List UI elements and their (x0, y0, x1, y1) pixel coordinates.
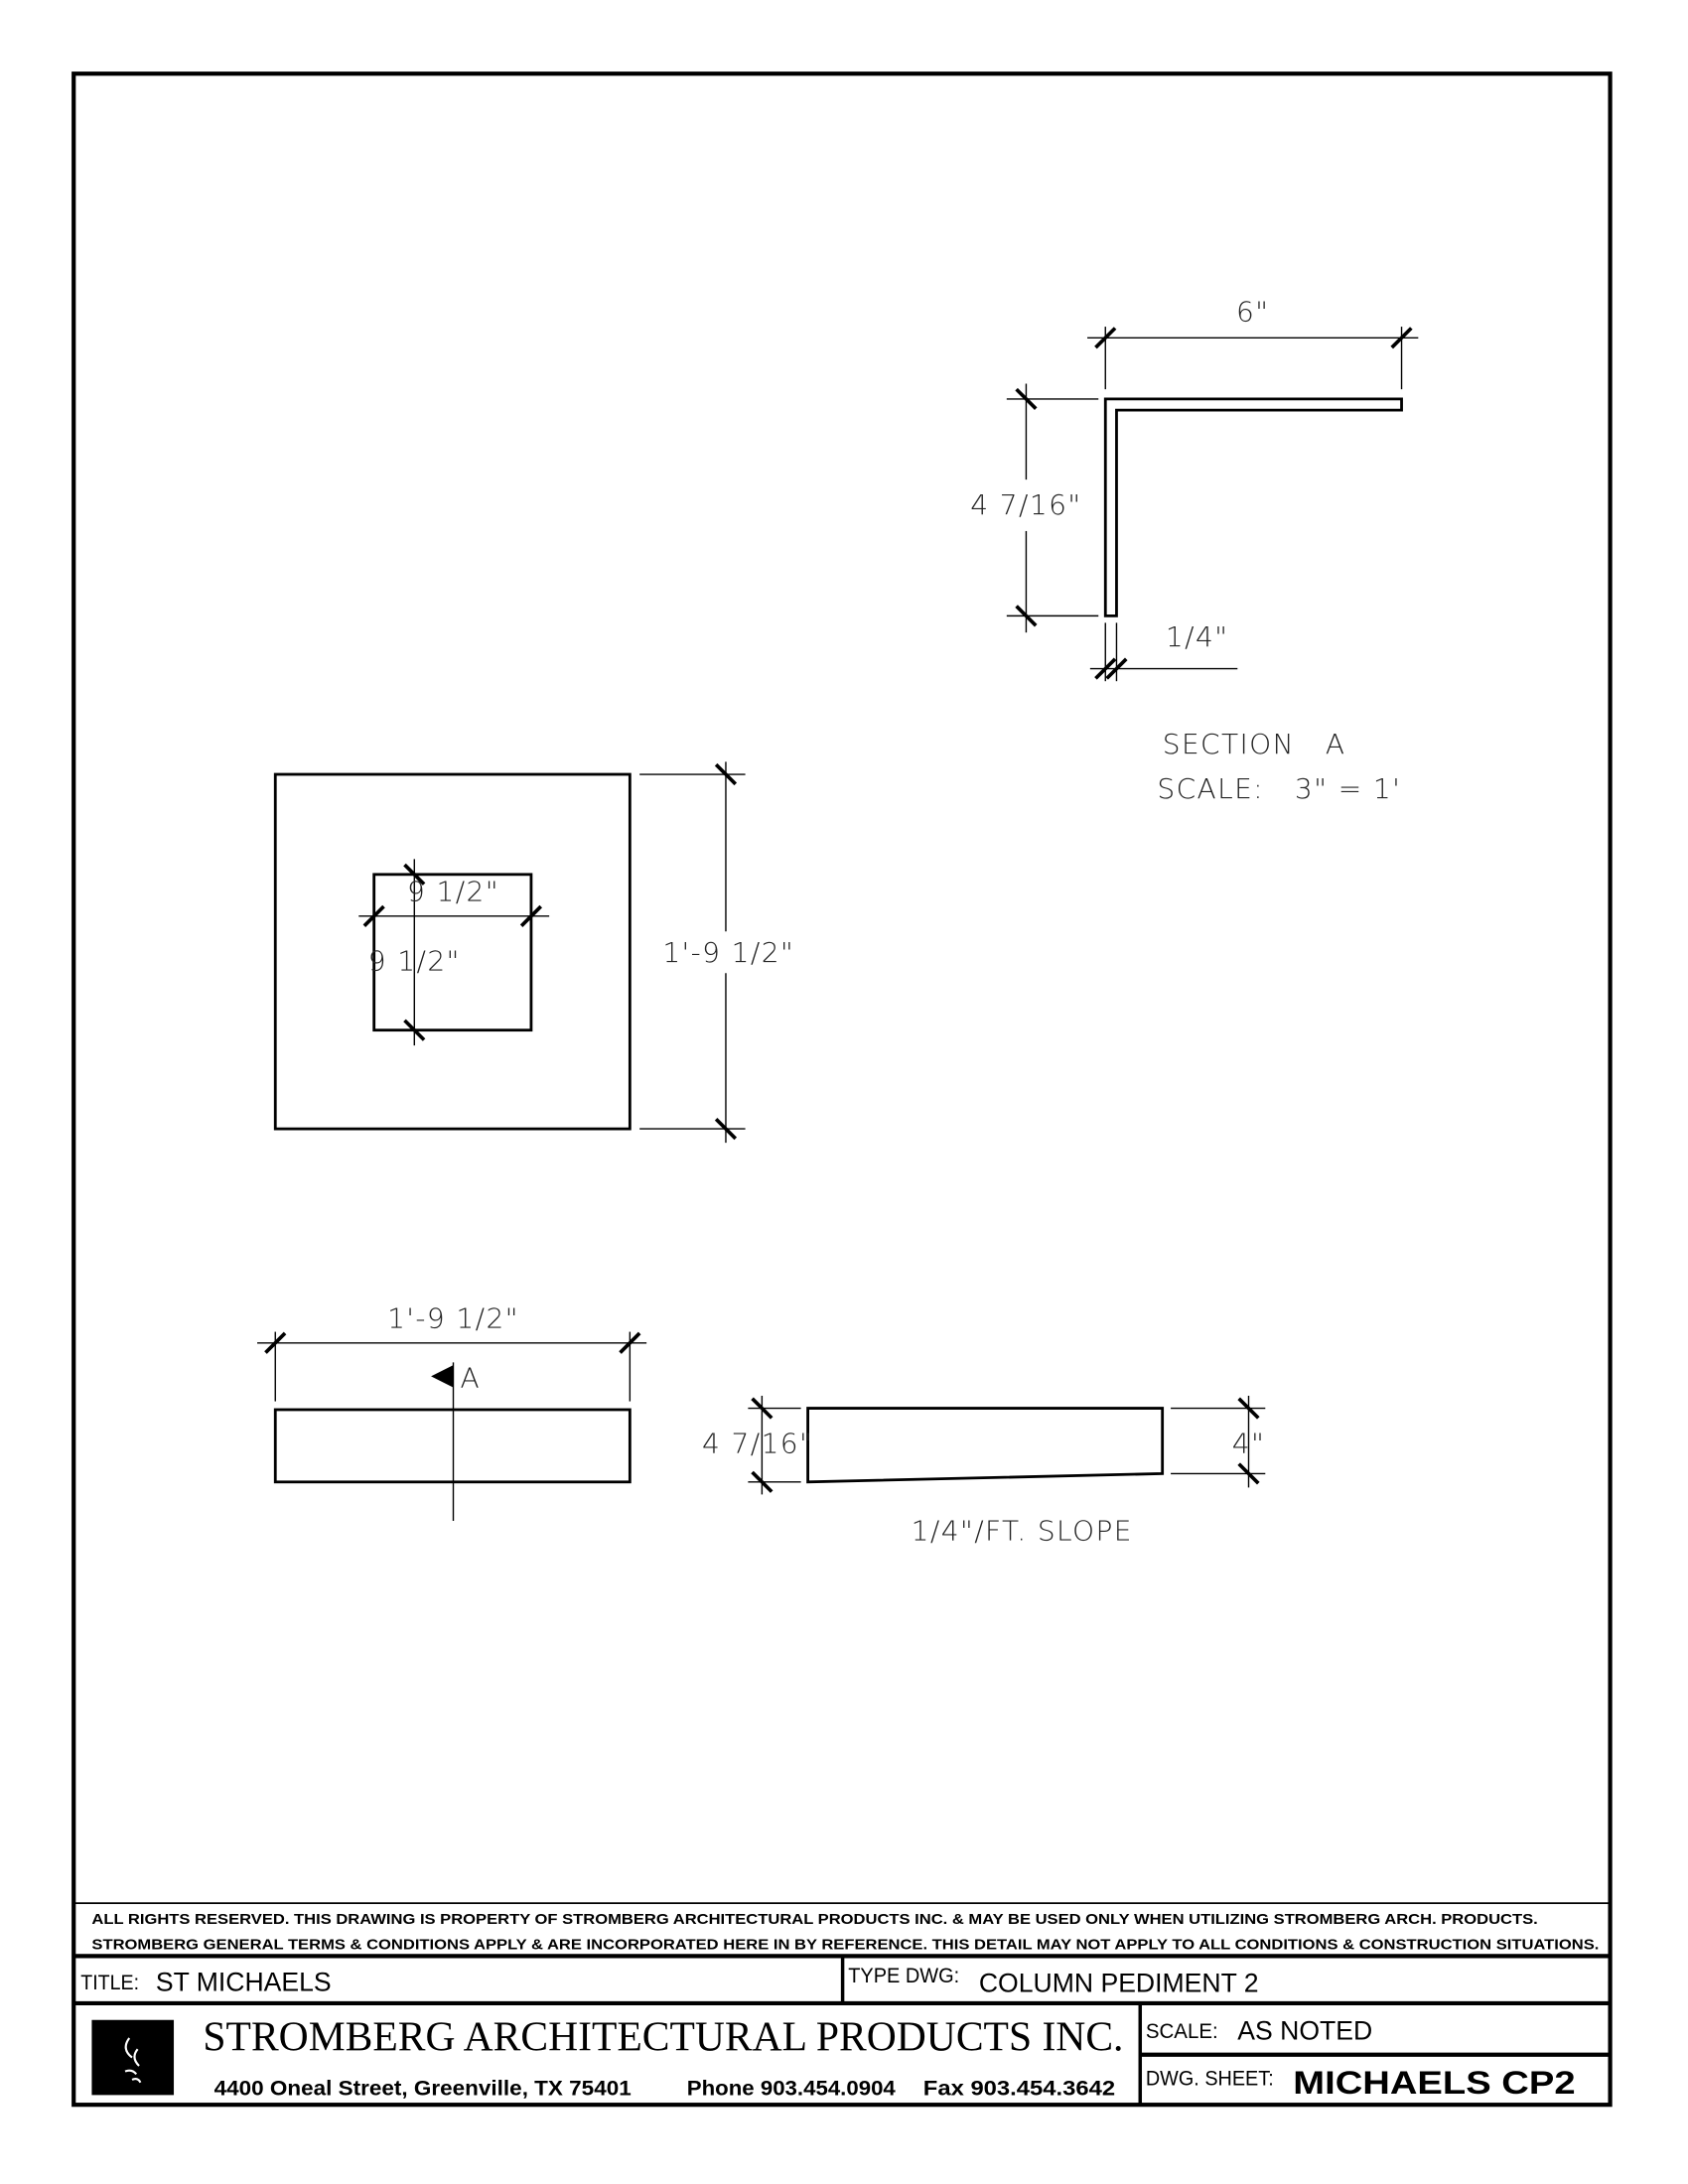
side-right-dim: 4" (1232, 1427, 1265, 1459)
section-thickness-dim: 1/4" (1166, 620, 1229, 653)
company-fax: Fax 903.454.3642 (923, 2077, 1115, 2100)
slope-note: 1/4"/FT. SLOPE (912, 1515, 1133, 1548)
section-height-dim: 4 7/16" (970, 488, 1081, 521)
type-dwg-label: TYPE DWG: (848, 1965, 959, 1987)
scale-value: AS NOTED (1237, 2015, 1372, 2045)
sheet-border (71, 71, 1613, 2108)
section-marker: A (461, 1362, 482, 1395)
company-phone: Phone 903.454.0904 (687, 2077, 896, 2100)
section-label: SECTION A (1163, 728, 1346, 760)
company-name: STROMBERG ARCHITECTURAL PRODUCTS INC. (203, 2015, 1123, 2061)
angle-profile (1103, 397, 1403, 617)
elevation-width-dim: 1'-9 1/2" (387, 1301, 519, 1334)
type-dwg-value: COLUMN PEDIMENT 2 (979, 1969, 1259, 1998)
title-block: ALL RIGHTS RESERVED. THIS DRAWING IS PRO… (73, 1902, 1611, 2106)
elevation-view: 1'-9 1/2" A (257, 1301, 647, 1522)
section-scale: SCALE: 3" = 1' (1157, 772, 1401, 805)
dwg-sheet-value: MICHAELS CP2 (1293, 2065, 1575, 2101)
section-width-dim: 6" (1236, 295, 1269, 328)
plan-inner-height-dim: 9 1/2" (368, 944, 461, 977)
section-arrow-icon (431, 1365, 454, 1388)
plan-view: 1'-9 1/2" 9 1/2" 9 1/2" (273, 761, 794, 1144)
dwg-sheet-label: DWG. SHEET: (1146, 2068, 1274, 2091)
title-value: ST MICHAELS (156, 1967, 332, 1996)
plan-inner-width-dim: 9 1/2" (407, 875, 499, 907)
side-view: 4 7/16" 4" 1/4"/FT. SLOPE (702, 1395, 1266, 1548)
side-left-dim: 4 7/16" (702, 1427, 813, 1459)
rights-line-2: STROMBERG GENERAL TERMS & CONDITIONS APP… (91, 1937, 1599, 1953)
scale-label: SCALE: (1146, 2020, 1218, 2043)
rights-line-1: ALL RIGHTS RESERVED. THIS DRAWING IS PRO… (91, 1912, 1537, 1928)
logo-flame-icon (124, 2037, 142, 2084)
title-label: TITLE: (80, 1972, 139, 1994)
plan-outer-dim: 1'-9 1/2" (662, 936, 794, 969)
section-a-view: 6" 4 7/16" 1/4" SECTION A SCALE: 3" = 1' (970, 295, 1419, 805)
company-logo (91, 2019, 175, 2096)
company-address: 4400 Oneal Street, Greenville, TX 75401 (214, 2077, 632, 2100)
